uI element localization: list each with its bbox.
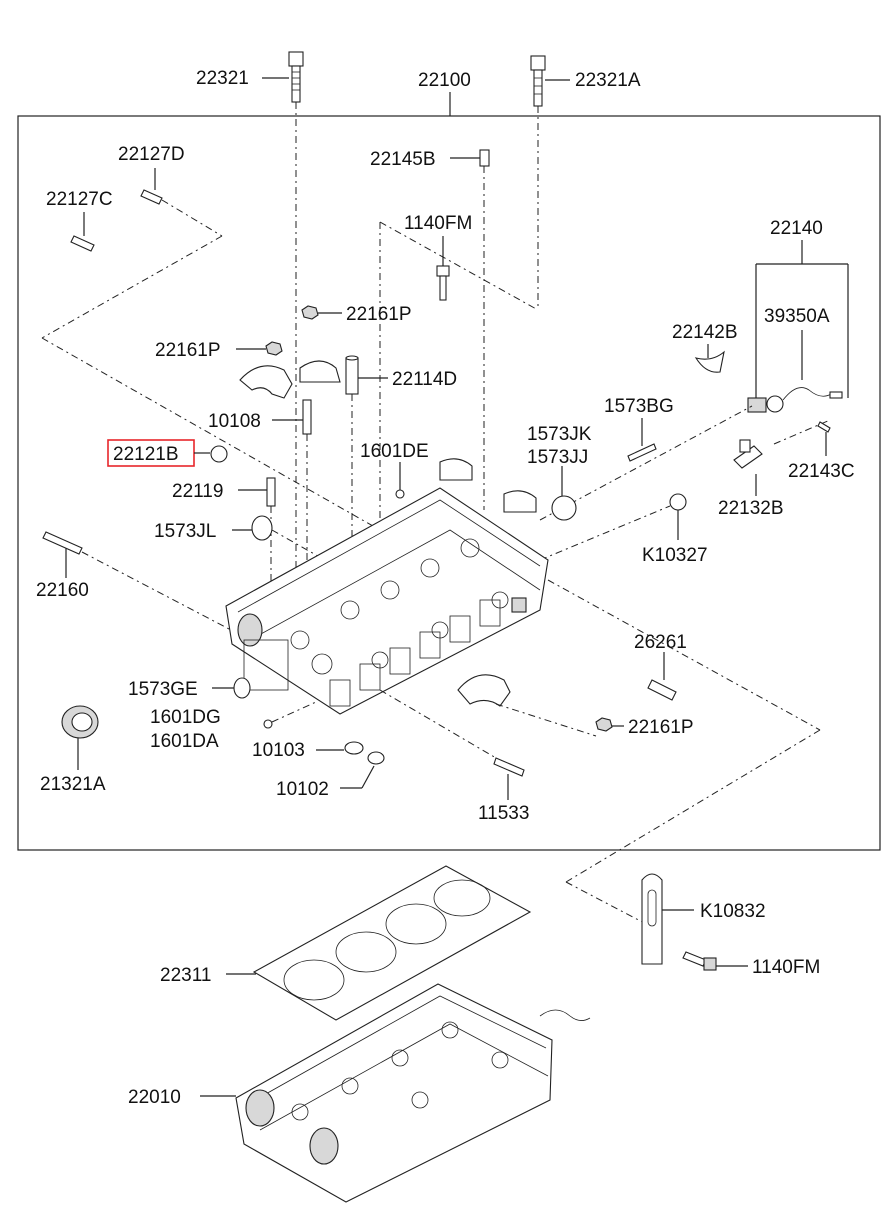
sensor-39350A-icon[interactable] — [747, 387, 843, 413]
gasket-22311-icon[interactable] — [252, 865, 532, 1021]
dowel-22145B-icon[interactable] — [479, 149, 490, 167]
plug-K10327-icon[interactable] — [669, 493, 687, 511]
bolt-1140FM-bottom-icon[interactable] — [682, 951, 717, 971]
label-10102: 10102 — [276, 779, 329, 800]
half-moon-22142B-icon[interactable] — [694, 350, 725, 373]
cylinder-head-22010-icon[interactable] — [235, 983, 591, 1203]
label-1573GE: 1573GE — [128, 679, 198, 700]
bolt-22321A-icon[interactable] — [530, 55, 546, 107]
tube-22114D-icon[interactable] — [345, 355, 359, 395]
label-22114D: 22114D — [392, 369, 457, 390]
plug-1601DE-icon[interactable] — [395, 489, 405, 499]
bolt-22143C-icon[interactable] — [817, 421, 831, 433]
label-1573JL: 1573JL — [154, 521, 216, 542]
label-10103: 10103 — [252, 740, 305, 761]
cap-10103-icon[interactable] — [344, 741, 364, 755]
label-22321A: 22321A — [575, 70, 641, 91]
label-22142B: 22142B — [672, 322, 738, 343]
label-K10327: K10327 — [642, 545, 708, 566]
label-22127D: 22127D — [118, 144, 185, 165]
label-1573JJ: 1573JJ — [527, 447, 588, 468]
bracket-K10832-icon[interactable] — [641, 873, 663, 965]
label-22161P-left: 22161P — [155, 340, 221, 361]
label-10108: 10108 — [208, 411, 261, 432]
bolt-1140FM-top-icon[interactable] — [436, 265, 450, 301]
label-22140: 22140 — [770, 218, 823, 239]
pin-26261-icon[interactable] — [647, 679, 677, 701]
label-11533: 11533 — [478, 803, 529, 824]
cylinder-head-assembly-upper — [225, 487, 549, 715]
label-22145B: 22145B — [370, 149, 436, 170]
plug-1601DG-icon[interactable] — [263, 719, 273, 729]
cap-22161P-left-icon[interactable] — [239, 341, 341, 399]
label-39350A: 39350A — [764, 306, 830, 327]
label-26261: 26261 — [634, 632, 687, 653]
label-22143C: 22143C — [788, 461, 855, 482]
stud-22127C-icon[interactable] — [70, 235, 95, 252]
cap-1601DE-bracket-icon[interactable] — [439, 458, 537, 513]
label-1573BG: 1573BG — [604, 396, 674, 417]
stud-22127D-icon[interactable] — [140, 189, 163, 205]
label-1601DA: 1601DA — [150, 731, 219, 752]
label-22127C: 22127C — [46, 189, 113, 210]
label-22132B: 22132B — [718, 498, 784, 519]
seal-21321A-icon[interactable] — [61, 705, 99, 739]
plug-22121B-icon[interactable] — [210, 445, 228, 463]
label-22119: 22119 — [172, 481, 223, 502]
cap-22161P-right-icon[interactable] — [457, 674, 613, 732]
plug-1573JK-icon[interactable] — [551, 495, 577, 521]
label-1601DE: 1601DE — [360, 441, 429, 462]
label-22311: 22311 — [160, 965, 211, 986]
label-1601DG: 1601DG — [150, 707, 221, 728]
stud-22160-icon[interactable] — [42, 531, 83, 555]
label-22161P-right: 22161P — [628, 717, 694, 738]
stud-22119-icon[interactable] — [266, 477, 276, 507]
label-1140FM-bottom: 1140FM — [752, 957, 820, 978]
fitting-22132B-icon[interactable] — [733, 439, 763, 469]
nut-22161P-top-icon[interactable] — [301, 305, 319, 320]
label-K10832: K10832 — [700, 901, 766, 922]
label-22160: 22160 — [36, 580, 89, 601]
label-22121B: 22121B — [113, 444, 179, 465]
label-21321A: 21321A — [40, 774, 106, 795]
stud-10108-icon[interactable] — [302, 399, 312, 435]
stud-1573BG-icon[interactable] — [627, 443, 657, 462]
label-22100: 22100 — [418, 70, 471, 91]
stud-11533-icon[interactable] — [493, 757, 525, 777]
assembly-frame — [17, 115, 881, 851]
label-1573JK: 1573JK — [527, 424, 592, 445]
bolt-22321-icon[interactable] — [288, 51, 304, 103]
label-1140FM-top: 1140FM — [404, 213, 472, 234]
label-22321: 22321 — [196, 68, 249, 89]
cap-10102-icon[interactable] — [367, 751, 385, 765]
plug-1573GE-icon[interactable] — [233, 677, 251, 699]
label-22010: 22010 — [128, 1087, 181, 1108]
label-22161P-top: 22161P — [346, 304, 412, 325]
plug-1573JL-icon[interactable] — [251, 515, 273, 541]
